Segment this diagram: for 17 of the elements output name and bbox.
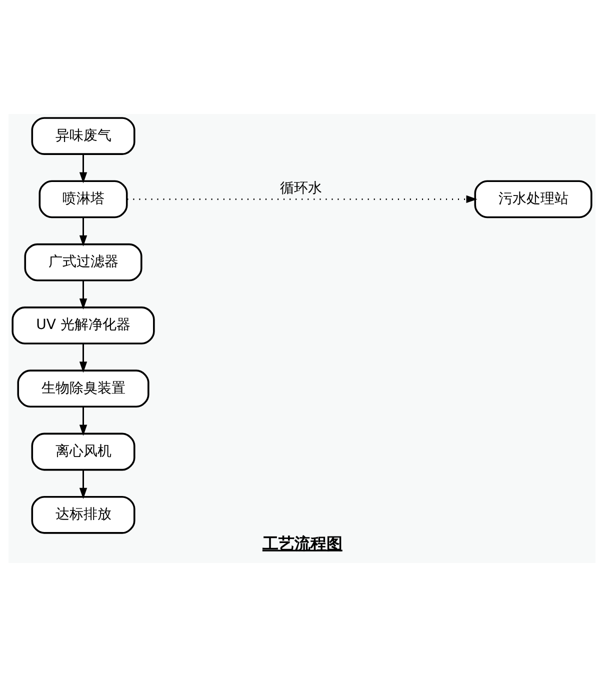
arrow xyxy=(79,406,88,436)
caption: 工艺流程图 xyxy=(262,533,342,552)
node-box: 喷淋塔 xyxy=(38,180,128,218)
node-box: UV 光解净化器 xyxy=(12,306,155,344)
node-box: 广式过滤器 xyxy=(24,242,142,281)
node-box: 污水处理站 xyxy=(474,180,592,218)
arrow xyxy=(79,280,88,310)
arrow xyxy=(79,154,88,183)
edge-label: 循环水 xyxy=(280,180,322,196)
arrow xyxy=(127,194,478,203)
node-box: 达标排放 xyxy=(31,495,136,534)
node-box: 离心风机 xyxy=(31,432,136,470)
arrow xyxy=(79,343,88,372)
node-box: 生物除臭装置 xyxy=(17,369,150,408)
arrow xyxy=(79,217,88,246)
arrow xyxy=(79,470,88,498)
node-box: 异味废气 xyxy=(31,116,136,154)
